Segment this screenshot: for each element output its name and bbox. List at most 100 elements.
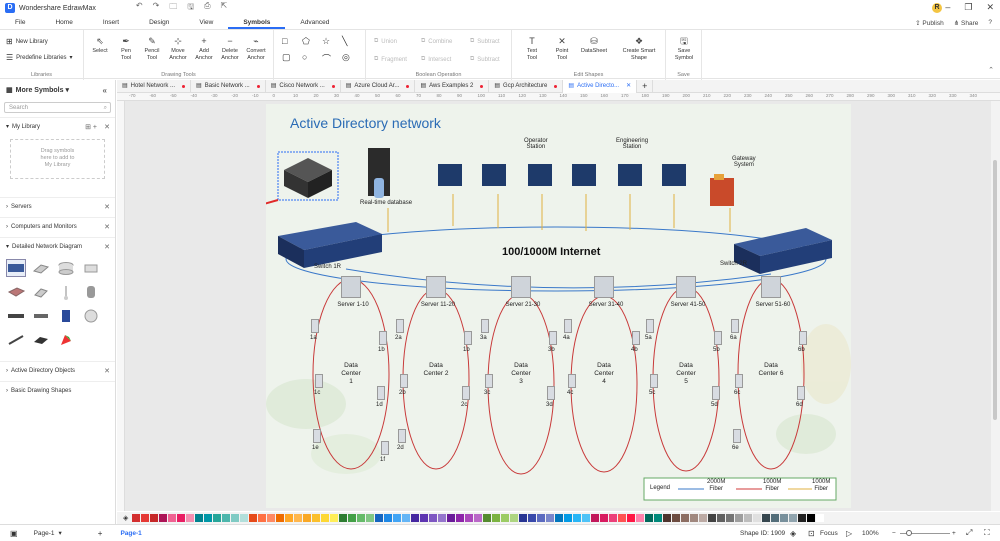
symbol-laptop[interactable]	[31, 283, 51, 301]
color-swatch[interactable]	[384, 514, 393, 522]
color-swatch[interactable]	[537, 514, 546, 522]
server-node[interactable]	[549, 331, 557, 345]
rounded-rect-shape-icon[interactable]: ▢	[282, 52, 291, 62]
close-icon[interactable]: ✕	[104, 203, 110, 211]
color-swatch[interactable]	[357, 514, 366, 522]
combine-button[interactable]: ⧉Combine	[421, 38, 453, 45]
server-cluster[interactable]	[676, 276, 696, 298]
color-swatch[interactable]	[636, 514, 645, 522]
color-swatch[interactable]	[411, 514, 420, 522]
server-node[interactable]	[632, 331, 640, 345]
server-node[interactable]	[311, 319, 319, 333]
server-node[interactable]	[377, 386, 385, 400]
color-swatch[interactable]	[240, 514, 249, 522]
color-swatch[interactable]	[735, 514, 744, 522]
menu-design[interactable]: Design	[149, 19, 170, 26]
layers-icon[interactable]: ◈	[790, 528, 797, 538]
server-node[interactable]	[733, 429, 741, 443]
symbol-firewall[interactable]	[31, 259, 51, 277]
fill-icon[interactable]: ◈	[123, 515, 129, 522]
color-swatch[interactable]	[510, 514, 519, 522]
close-tab-icon[interactable]: ✕	[626, 82, 632, 89]
realtime-database-server[interactable]	[368, 148, 390, 198]
server-node[interactable]	[712, 386, 720, 400]
zoom-out-icon[interactable]: −	[892, 529, 896, 537]
server-node[interactable]	[564, 319, 572, 333]
server-node[interactable]	[462, 386, 470, 400]
export-icon[interactable]: ⇱	[220, 1, 228, 10]
server-node[interactable]	[315, 374, 323, 388]
symbol-cable[interactable]	[6, 331, 26, 349]
predefine-libraries-button[interactable]: ☰Predefine Libraries▾	[6, 53, 73, 62]
server-node[interactable]	[547, 386, 555, 400]
color-swatch[interactable]	[564, 514, 573, 522]
server-node[interactable]	[481, 319, 489, 333]
publish-button[interactable]: ⇪ Publish	[915, 20, 944, 27]
menu-insert[interactable]: Insert	[102, 19, 120, 26]
color-swatch[interactable]	[519, 514, 528, 522]
menu-advanced[interactable]: Advanced	[300, 19, 330, 26]
undo-icon[interactable]: ↶	[135, 1, 143, 10]
color-swatch[interactable]	[699, 514, 708, 522]
page-selector[interactable]: Page-1	[33, 529, 55, 537]
color-swatch[interactable]	[654, 514, 663, 522]
symbol-keyboard[interactable]	[31, 331, 51, 349]
color-swatch[interactable]	[402, 514, 411, 522]
symbol-router[interactable]	[6, 283, 26, 301]
server-node[interactable]	[650, 374, 658, 388]
symbol-printer[interactable]	[81, 259, 101, 277]
color-swatch[interactable]	[195, 514, 204, 522]
sidebar-section-active-directory[interactable]: ›Active Directory Objects✕	[0, 361, 115, 379]
user-avatar[interactable]: R	[932, 3, 942, 13]
spiral-shape-icon[interactable]: ◎	[342, 52, 350, 62]
color-swatch[interactable]	[249, 514, 258, 522]
close-icon[interactable]: ✕	[104, 123, 110, 131]
color-swatch[interactable]	[285, 514, 294, 522]
server-node[interactable]	[313, 429, 321, 443]
color-swatch[interactable]	[276, 514, 285, 522]
server-node[interactable]	[646, 319, 654, 333]
color-swatch[interactable]	[726, 514, 735, 522]
color-swatch[interactable]	[339, 514, 348, 522]
close-icon[interactable]: ✕	[104, 243, 110, 251]
color-swatch[interactable]	[465, 514, 474, 522]
symbol-switch[interactable]	[6, 259, 26, 277]
color-swatch[interactable]	[771, 514, 780, 522]
server-node[interactable]	[398, 429, 406, 443]
color-swatch[interactable]	[393, 514, 402, 522]
color-swatch[interactable]	[744, 514, 753, 522]
color-swatch[interactable]	[456, 514, 465, 522]
document-tab[interactable]: ▤Aws Examples 2	[415, 79, 490, 93]
symbol-hub[interactable]	[6, 307, 26, 325]
color-swatch[interactable]	[222, 514, 231, 522]
server-node[interactable]	[714, 331, 722, 345]
subtract-2-button[interactable]: ⧉Subtract	[470, 56, 500, 63]
star-shape-icon[interactable]: ☆	[322, 36, 331, 46]
document-tab[interactable]: ▤Hotel Network ...	[117, 79, 192, 93]
color-swatch[interactable]	[231, 514, 240, 522]
my-library-section[interactable]: ▾My Library ⊞ + ✕	[0, 117, 115, 135]
convert-anchor-button[interactable]: ⌁Convert Anchor	[244, 36, 268, 61]
save-icon[interactable]: 🖫	[187, 2, 195, 11]
focus-icon[interactable]: ⊡	[808, 528, 815, 538]
sidebar-section-basic-drawing[interactable]: ›Basic Drawing Shapes	[0, 381, 115, 399]
print-icon[interactable]: ⎙	[204, 1, 211, 10]
datasheet-button[interactable]: ⛁DataSheet	[580, 36, 608, 55]
server-node[interactable]	[396, 319, 404, 333]
fullscreen-icon[interactable]: ⛶	[984, 528, 990, 537]
server-node[interactable]	[400, 374, 408, 388]
sidebar-section-network[interactable]: ▾Detailed Network Diagram✕	[0, 237, 115, 255]
symbol-search-input[interactable]: Search ⌕	[4, 102, 111, 113]
active-directory-object[interactable]	[277, 151, 339, 201]
color-swatch[interactable]	[168, 514, 177, 522]
add-page-icon[interactable]: +	[97, 528, 103, 538]
gateway-firewall[interactable]	[710, 174, 734, 206]
scrollbar-thumb[interactable]	[993, 160, 997, 420]
color-swatch[interactable]	[429, 514, 438, 522]
color-swatch[interactable]	[717, 514, 726, 522]
color-swatch[interactable]	[573, 514, 582, 522]
close-icon[interactable]: ✕	[104, 223, 110, 231]
server-node[interactable]	[731, 319, 739, 333]
color-swatch[interactable]	[492, 514, 501, 522]
